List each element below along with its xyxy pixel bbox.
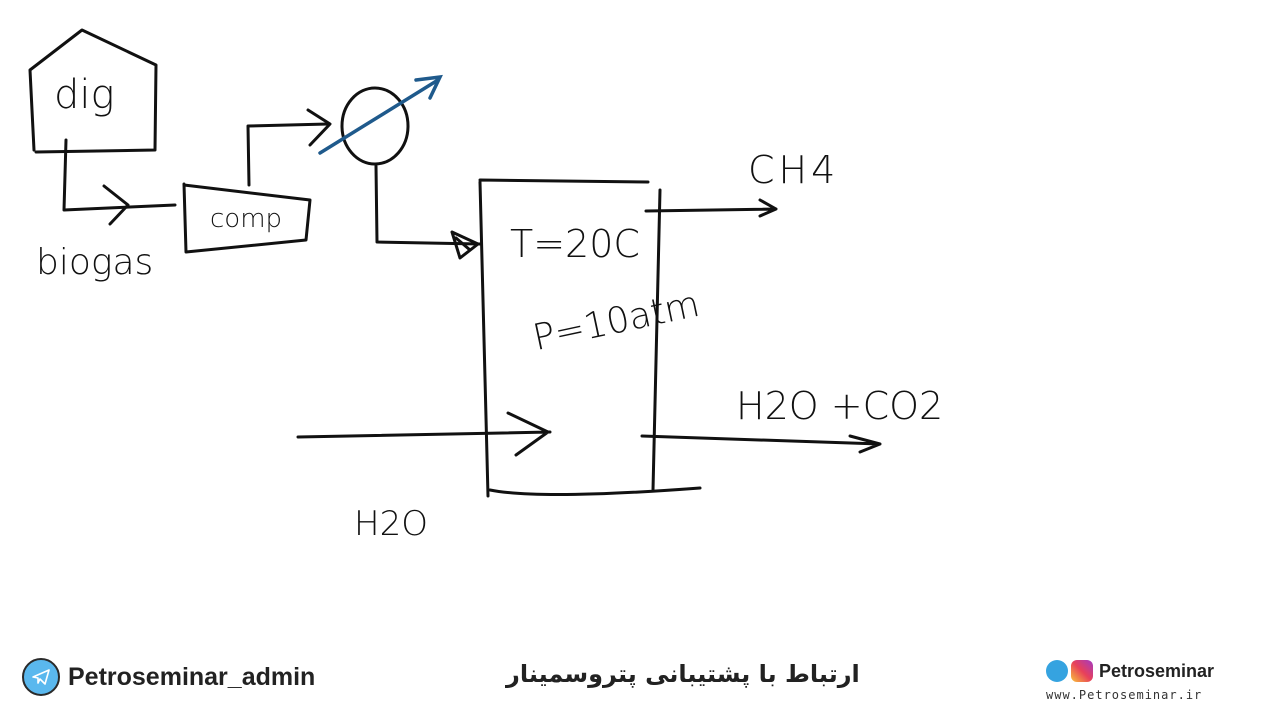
absorber-column xyxy=(478,178,702,498)
biogas-line xyxy=(62,138,177,212)
instagram-icon xyxy=(1071,660,1093,682)
heat-exchanger-circle xyxy=(340,86,410,166)
ch4-outlet-line xyxy=(644,198,778,218)
compressor-outlet-arrowhead xyxy=(306,108,332,147)
water-inlet-label: H2O xyxy=(354,504,428,544)
bottom-outlet-line xyxy=(640,434,882,454)
biogas-arrowhead xyxy=(102,184,130,226)
process-flow-diagram xyxy=(28,28,882,498)
digester-label: dig xyxy=(54,72,115,118)
compressor-shape xyxy=(182,182,312,254)
brand-name: Petroseminar xyxy=(1099,660,1215,681)
telegram-icon xyxy=(22,658,60,696)
digester-shape xyxy=(28,28,158,154)
admin-contact[interactable]: Petroseminar_admin xyxy=(22,658,315,696)
compressor-outlet-line xyxy=(246,122,330,187)
admin-handle: Petroseminar_admin xyxy=(68,662,316,691)
water-inlet-line xyxy=(296,411,552,457)
compressor-label: comp xyxy=(210,204,283,234)
heat-exchanger-arrow xyxy=(318,74,443,155)
telegram-icon xyxy=(1046,660,1068,682)
website-link[interactable]: www.Petroseminar.ir xyxy=(1046,688,1203,702)
brand-block: Petroseminar www.Petroseminar.ir xyxy=(1046,660,1214,702)
bottom-outlet-label: H2O +CO2 xyxy=(736,384,944,428)
exchanger-outlet-arrowhead xyxy=(450,230,480,260)
biogas-label: biogas xyxy=(36,242,154,283)
support-text: ارتباط با پشتیبانی پتروسمینار xyxy=(506,660,860,688)
temperature-label: T=20C xyxy=(510,222,640,266)
ch4-label: CH4 xyxy=(748,148,840,192)
exchanger-outlet-line xyxy=(374,164,482,246)
